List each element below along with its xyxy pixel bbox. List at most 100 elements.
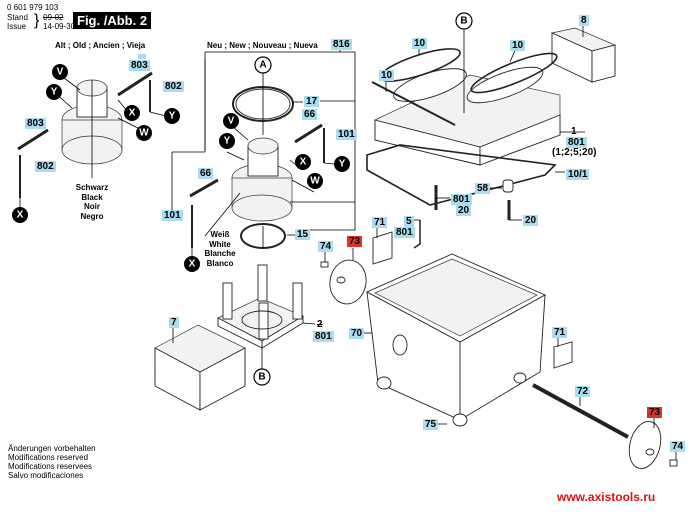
black-de: Schwarz [75,183,109,192]
label-10-1[interactable]: 10/1 [566,169,590,180]
label-801-lid[interactable]: 801 [566,137,587,148]
issue-value: 14-09-30 [43,22,76,31]
marker-v-old: V [52,64,68,80]
label-72[interactable]: 72 [575,386,591,397]
label-74-right[interactable]: 74 [670,441,686,452]
label-101-top[interactable]: 101 [336,129,357,140]
filter-8 [550,27,617,83]
label-58[interactable]: 58 [475,183,491,194]
label-17[interactable]: 17 [304,96,320,107]
label-802-top[interactable]: 802 [163,81,184,92]
footer-note-es: Salvo modificaciones [8,471,84,480]
label-66-top[interactable]: 66 [302,109,318,120]
label-73-left[interactable]: 73 [347,236,363,247]
part-58 [502,179,514,193]
black-es: Negro [80,211,104,221]
svg-text:Y: Y [169,111,176,122]
svg-text:W: W [139,128,149,139]
stand-value: 09-02 [43,13,64,22]
black-fr: Noir [84,202,100,211]
motor-holder-2 [217,264,304,349]
new-motor [231,137,293,222]
label-802-left[interactable]: 802 [35,161,56,172]
svg-text:X: X [300,157,307,168]
label-801-holder[interactable]: 801 [313,331,334,342]
marker-x-new-bottom: X [184,256,200,272]
marker-w-old: W [136,125,152,141]
label-2-crossed: 2 [317,319,323,330]
label-10-right[interactable]: 10 [510,40,526,51]
label-801-screw[interactable]: 801 [451,194,472,205]
marker-y-new-right: Y [334,156,350,172]
label-74-left[interactable]: 74 [318,241,334,252]
label-803-left[interactable]: 803 [25,118,46,129]
new-connector-66-top [294,123,323,144]
ref-marker-b-holder: B [253,368,271,386]
clip-5 [413,220,421,249]
svg-text:Y: Y [51,87,58,98]
footer-note-fr: Modifications reservees [8,462,93,471]
clip-71-top [372,231,393,265]
wheel-73-left [329,259,367,305]
svg-text:V: V [57,67,64,78]
new-assembly-bracket [171,47,356,231]
container-70 [365,253,547,427]
watermark-link[interactable]: www.axistools.ru [557,490,656,504]
black-en: Black [81,192,103,202]
section-new-title: Neu ; New ; Nouveau ; Nueva [207,41,318,50]
label-15[interactable]: 15 [295,229,311,240]
label-5[interactable]: 5 [404,216,414,227]
label-75[interactable]: 75 [423,419,439,430]
svg-text:A: A [259,60,266,71]
footer-note-en: Modifications reserved [8,453,89,462]
highlight-marker [138,54,146,59]
label-71-top[interactable]: 71 [372,217,388,228]
marker-y-new-left: Y [219,133,235,149]
svg-text:X: X [129,108,136,119]
old-connector-803-top [117,71,153,97]
pin-74-left [320,261,329,268]
marker-w-new: W [307,173,323,189]
lid-housing-1 [374,66,561,166]
brace: } [34,12,40,29]
label-7[interactable]: 7 [169,317,179,328]
label-101-left[interactable]: 101 [162,210,183,221]
marker-v-new: V [223,113,239,129]
svg-text:B: B [258,372,265,383]
white-es: Blanco [206,258,234,268]
ref-marker-b-lid: B [455,12,473,30]
white-de: Weiß [210,230,230,239]
svg-text:B: B [460,16,467,27]
svg-text:W: W [310,176,320,187]
label-20-screw[interactable]: 20 [456,205,472,216]
label-10-left[interactable]: 10 [412,38,428,49]
white-color-note: Weiß White Blanche Blanco [196,230,244,268]
label-10-strip[interactable]: 10 [379,70,395,81]
white-fr: Blanche [204,249,236,258]
label-8[interactable]: 8 [579,15,589,26]
marker-y-old-left: Y [46,84,62,100]
label-71-right[interactable]: 71 [552,327,568,338]
axle-72 [532,383,629,439]
part-number: 0 601 979 103 [7,3,59,12]
label-73-right[interactable]: 73 [647,407,663,418]
pin-74-right [669,459,678,467]
label-1[interactable]: 1 [571,126,577,137]
figure-label: Fig. /Abb. 2 [73,12,152,29]
label-70[interactable]: 70 [349,328,365,339]
svg-text:X: X [17,210,24,221]
marker-y-old-right: Y [164,108,180,124]
marker-x-new: X [295,154,311,170]
label-20[interactable]: 20 [523,215,539,226]
issue-label: Issue [7,22,27,31]
old-motor [61,79,123,170]
stand-label: Stand [7,13,28,22]
label-803-top[interactable]: 803 [129,60,150,71]
marker-x-old-bottom: X [12,207,28,223]
label-66-left[interactable]: 66 [198,168,214,179]
label-816[interactable]: 816 [331,39,352,50]
svg-text:X: X [189,259,196,270]
svg-text:Y: Y [339,159,346,170]
label-801-clip[interactable]: 801 [394,227,415,238]
